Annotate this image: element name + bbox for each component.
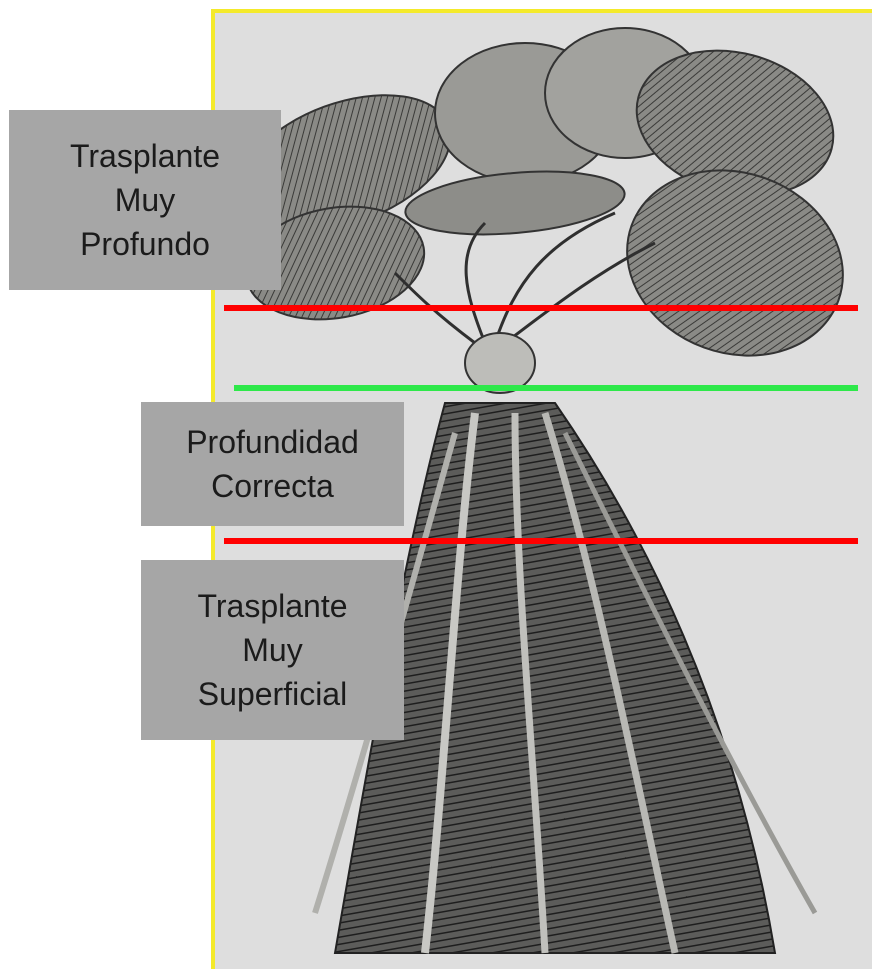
label-too-shallow-line-2: Muy [242,628,302,672]
label-correct-depth: Profundidad Correcta [141,402,404,526]
label-too-deep-line-2: Muy [115,178,175,222]
label-too-deep: Trasplante Muy Profundo [9,110,281,290]
label-too-deep-line-3: Profundo [80,222,210,266]
too-deep-line [224,305,858,311]
label-too-shallow-line-3: Superficial [198,672,347,716]
correct-depth-line [234,385,858,391]
label-too-shallow: Trasplante Muy Superficial [141,560,404,740]
label-too-deep-line-1: Trasplante [70,134,220,178]
label-too-shallow-line-1: Trasplante [198,584,348,628]
too-shallow-line [224,538,858,544]
label-correct-line-1: Profundidad [186,420,359,464]
label-correct-line-2: Correcta [211,464,334,508]
